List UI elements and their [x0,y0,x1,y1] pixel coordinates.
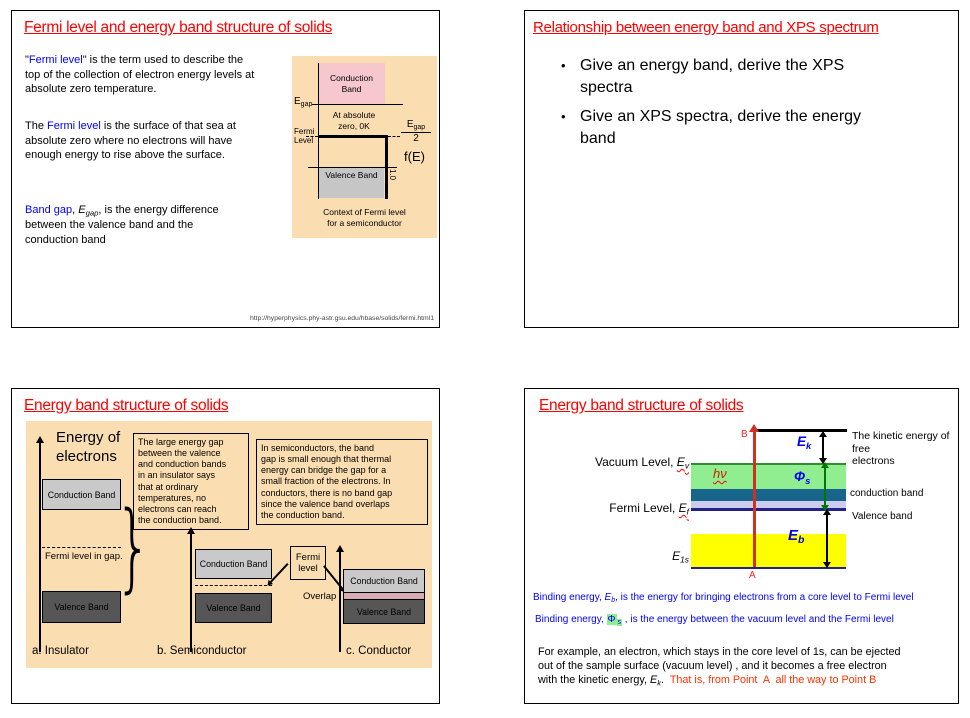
bullet-derive-band: Give an XPS spectra, derive the energy b… [561,106,891,150]
band-edge-layer [691,501,846,508]
diagram-background [26,421,432,668]
semiconductor-note: In semiconductors, the band gap is small… [256,439,428,526]
phi-s-symbol: Φs [794,469,811,487]
fermi-function-label: f(E) [404,149,425,164]
fermi-leader-dash-left [306,136,318,137]
egap-over-2: Egap 2 [401,119,431,145]
slide-xps-relationship: Relationship between energy band and XPS… [524,10,959,328]
fermi-leader-dash-right [388,136,400,137]
valence-top-line [308,167,397,168]
fermi-level-label: Fermi Level [294,127,315,146]
conductor-valence-band: Valence Band [343,599,425,624]
vacuum-level-label: Vacuum Level, Ev [594,455,689,471]
binding-energy-line-1: Binding energy, Eb, is the energy for br… [533,592,914,605]
insulator-energy-axis [36,436,43,652]
absolute-zero-label: At absolute zero, 0K [332,110,376,131]
slide1-paragraph-definition: "Fermi level" is the term used to descri… [25,54,255,96]
conductor-energy-axis [336,545,343,652]
conductor-conduction-band: Conduction Band [343,569,425,593]
point-a-label: A [749,570,756,581]
slide2-title: Relationship between energy band and XPS… [533,19,879,36]
insulator-note: The large energy gap between the valence… [133,433,249,531]
core-level-label: E1s [672,549,689,565]
energy-band-stack [691,463,846,569]
insulator-conduction-band: Conduction Band [42,479,121,510]
core-level-band [691,533,846,567]
valence-band-layer [691,510,846,534]
core-level-line [691,566,846,569]
f-value-one: 1.0 [388,169,397,181]
caption-conductor: c. Conductor [346,645,412,657]
fermi-step-horizontal [318,135,387,138]
free-electron-level-line [754,429,847,432]
insulator-fermi-dashed-line [42,547,121,548]
egap-fraction-denominator: 2 [401,132,431,145]
semiconductor-fermi-diagram: Conduction Band Egap At absolute zero, 0… [292,56,437,238]
fermi-level-callout: Fermi level [290,546,326,580]
semiconductor-valence-band: Valence Band [195,593,272,623]
conduction-band-tag: conduction band [850,488,924,499]
valence-band-box: Valence Band [319,168,384,198]
slide1-title: Fermi level and energy band structure of… [24,19,333,36]
diagram-caption: Context of Fermi level for a semiconduct… [323,207,406,229]
binding-energy-arrow [823,509,830,568]
source-url: http://hyperphysics.phy-astr.gsu.edu/hba… [250,315,434,322]
kinetic-energy-note: The kinetic energy of free electrons [852,430,950,468]
caption-insulator: a. Insulator [32,645,89,657]
egap-fraction-numerator: Egap [406,119,426,132]
fermi-in-gap-label: Fermi level in gap. [45,551,123,562]
bullet-list: Give an energy band, derive the XPS spec… [561,55,891,157]
kinetic-energy-arrow [819,431,826,464]
slide3-title: Energy band structure of solids [24,397,229,414]
slide-band-structures: Energy band structure of solids Energy o… [11,388,440,704]
slide1-paragraph-surface: The Fermi level is the surface of that s… [25,120,236,162]
energy-axis-label: Energy of electrons [56,429,121,465]
egap-level-line [312,104,403,105]
insulator-valence-band: Valence Band [42,591,121,623]
conduction-band-box: Conduction Band [318,63,385,104]
fermi-level-label: Fermi Level, Ef [609,501,689,517]
semiconductor-fermi-dashed-line [195,585,272,586]
ek-symbol: Ek [797,434,812,452]
point-b-label: B [741,429,748,440]
fermi-level-line [691,508,846,511]
eb-symbol: Eb [788,527,805,547]
slide-xps-energy-diagram: Energy band structure of solids B A Vacu… [524,388,959,704]
bullet-derive-xps: Give an energy band, derive the XPS spec… [561,55,891,99]
work-function-arrow [821,462,828,511]
egap-label: Egap [294,96,313,109]
slide-fermi-level: Fermi level and energy band structure of… [11,10,440,328]
photoemission-arrow [749,424,760,567]
photon-energy-label: hν [713,466,727,481]
caption-semiconductor: b. Semiconductor [157,645,247,657]
conduction-band-layer [691,489,846,501]
semiconductor-conduction-band: Conduction Band [195,549,272,579]
valence-band-tag: Valence band [852,511,913,522]
conductor-overlap-strip [343,593,425,599]
example-paragraph: For example, an electron, which stays in… [538,646,901,688]
overlap-label: Overlap [303,591,337,602]
vacuum-free-zone [691,463,846,489]
semiconductor-energy-axis [187,527,194,652]
slide1-paragraph-bandgap: Band gap, Egap, is the energy difference… [25,204,219,246]
energy-axis-line [318,63,319,199]
slide4-title: Energy band structure of solids [539,397,744,414]
